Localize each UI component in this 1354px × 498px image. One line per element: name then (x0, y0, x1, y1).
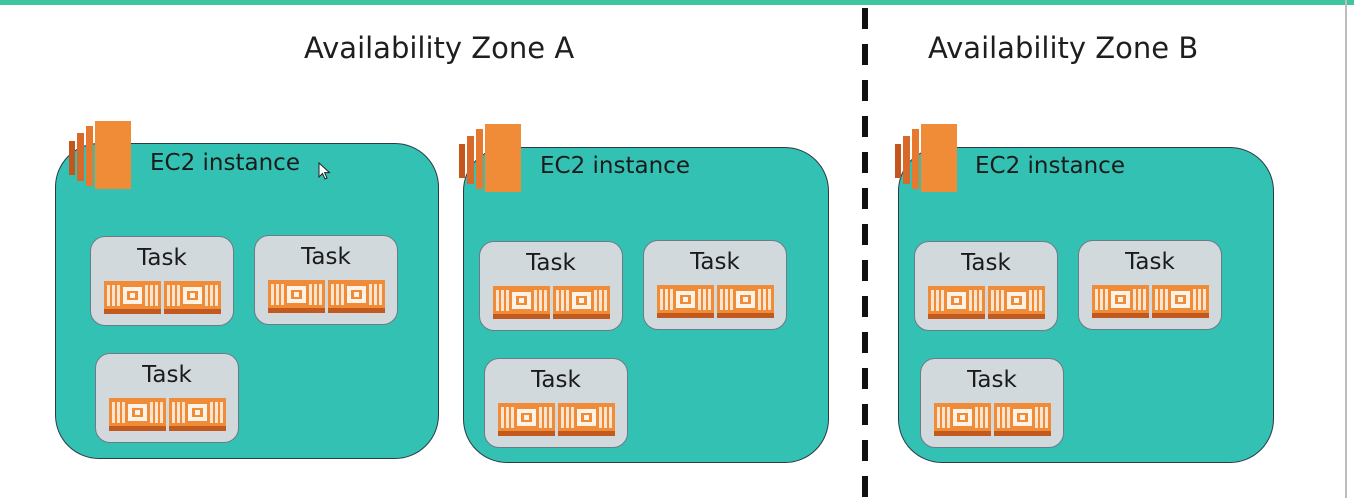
task-card: Task (1078, 240, 1222, 330)
task-label: Task (690, 249, 740, 275)
container-chip-icon (109, 398, 166, 431)
right-edge-rule (1345, 0, 1347, 498)
task-label: Task (1125, 249, 1175, 275)
container-chip-icon (169, 398, 226, 431)
mouse-cursor-icon (318, 162, 331, 180)
task-card: Task (484, 358, 628, 448)
zone-divider (862, 8, 868, 498)
task-card: Task (254, 235, 398, 325)
task-label: Task (142, 362, 192, 388)
ec2-icon (459, 124, 521, 192)
instance-label: EC2 instance (150, 150, 300, 176)
instance-label: EC2 instance (975, 153, 1125, 179)
task-label: Task (137, 245, 187, 271)
ec2-instance-a1: Task Task Task (55, 143, 439, 459)
container-chip-icon (657, 285, 714, 318)
container-chip-icon (328, 280, 385, 313)
container-chip-icon (1092, 285, 1149, 318)
container-chip-icon (928, 286, 985, 319)
task-card: Task (479, 241, 623, 331)
container-chip-icon (493, 286, 550, 319)
container-chip-icon (1152, 285, 1209, 318)
task-card: Task (90, 236, 234, 326)
container-chip-icon (553, 286, 610, 319)
container-chip-icon (268, 280, 325, 313)
ec2-instance-a2: Task Task Task (463, 147, 829, 463)
container-chip-icon (994, 403, 1051, 436)
container-chip-icon (717, 285, 774, 318)
task-label: Task (301, 244, 351, 270)
task-label: Task (526, 250, 576, 276)
zone-b-title: Availability Zone B (928, 31, 1199, 65)
task-card: Task (95, 353, 239, 443)
task-card: Task (643, 240, 787, 330)
ec2-instance-b1: Task Task Task (898, 147, 1274, 463)
container-chip-icon (104, 281, 161, 314)
container-chip-icon (934, 403, 991, 436)
task-label: Task (967, 367, 1017, 393)
task-card: Task (920, 358, 1064, 448)
ec2-icon (895, 124, 957, 192)
ec2-icon (69, 121, 131, 189)
task-card: Task (914, 241, 1058, 331)
zone-a-title: Availability Zone A (304, 31, 575, 65)
task-label: Task (531, 367, 581, 393)
container-chip-icon (164, 281, 221, 314)
instance-label: EC2 instance (540, 153, 690, 179)
container-chip-icon (988, 286, 1045, 319)
container-chip-icon (558, 403, 615, 436)
top-accent-bar (0, 0, 1354, 5)
container-chip-icon (498, 403, 555, 436)
task-label: Task (961, 250, 1011, 276)
